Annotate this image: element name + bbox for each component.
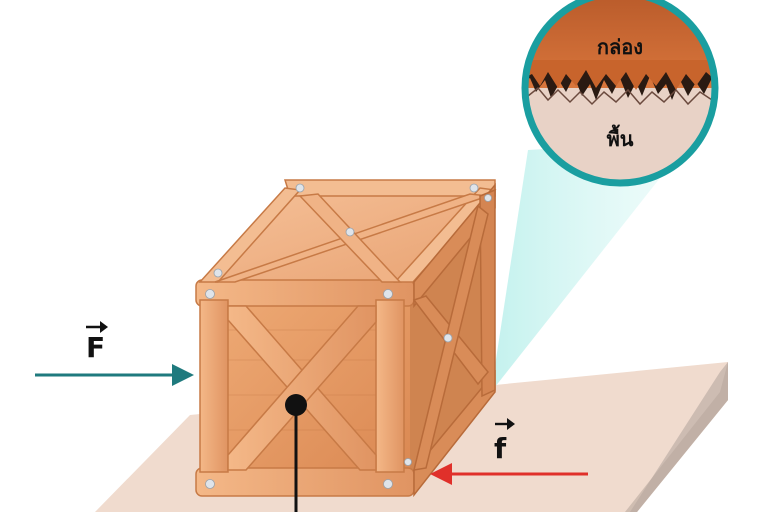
floor-surface-label: พื้น <box>607 124 634 151</box>
right-arrow-overline-icon <box>495 418 515 430</box>
surface-magnifier: กล่อง พื้น <box>521 0 719 187</box>
applied-force-arrow <box>35 364 194 386</box>
wooden-crate <box>195 179 497 498</box>
right-arrow-overline-icon <box>86 321 108 333</box>
applied-force-label: F <box>86 331 105 364</box>
black-dot-icon <box>285 394 307 416</box>
box-surface-label: กล่อง <box>597 35 643 59</box>
friction-force-label: f <box>494 432 507 465</box>
magnifier-beam <box>491 140 690 392</box>
friction-force-arrow <box>430 463 588 485</box>
